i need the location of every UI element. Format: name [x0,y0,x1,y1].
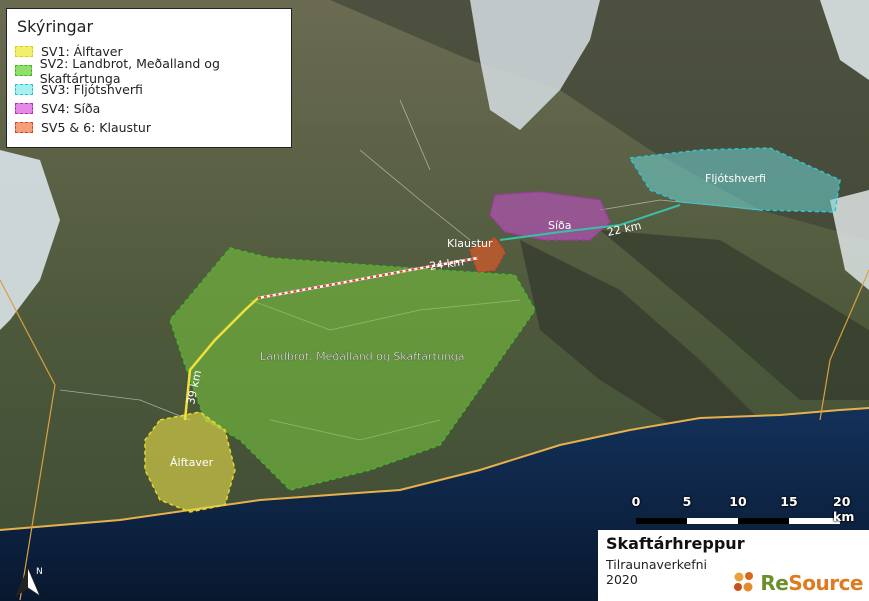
route-39km [183,297,259,421]
legend-label-sv3: SV3: Fljótshverfi [41,82,143,97]
route-22km [499,204,681,241]
map-year: 2020 [606,572,638,587]
legend-item-sv2: SV2: Landbrot, Meðalland og Skaftártunga [15,56,283,86]
glacier-west [0,150,60,330]
region-klaustur[interactable] [469,237,506,273]
legend-panel: Skýringar SV1: Álftaver SV2: Landbrot, M… [6,8,292,148]
region-fljotshverfi[interactable] [628,147,841,213]
north-arrow-n: N [36,567,43,577]
legend-label-sv4: SV4: Síða [41,101,101,116]
scalebar-seg-1 [636,518,687,524]
glacier-east-2 [830,190,869,290]
legend-label-sv5: SV5 & 6: Klaustur [41,120,151,135]
scalebar-seg-4 [789,518,840,524]
mountain-ridges-2 [600,230,869,400]
legend-item-sv3: SV3: Fljótshverfi [15,80,283,99]
legend-title: Skýringar [17,17,94,36]
mountain-ridges [520,240,760,430]
legend-swatch-sv5 [15,122,33,133]
scalebar-labels: 0 5 10 15 20 km [620,494,869,524]
legend-swatch-sv3 [15,84,33,95]
scale-tick-20: 20 km [833,494,855,524]
resource-logo-icon [734,572,754,592]
legend-swatch-sv4 [15,103,33,114]
boundary-line-west [0,279,56,601]
legend-item-sv1: SV1: Álftaver [15,42,283,61]
resource-logo-text: ReSource [760,571,863,595]
glacier-north [470,0,600,130]
boundary-line-east [819,269,869,421]
label-landbrot: Landbrot, Meðalland og Skaftártunga [260,350,465,363]
legend-label-sv1: SV1: Álftaver [41,44,123,59]
route-24km-dash [257,257,479,299]
region-landbrot[interactable] [169,247,536,491]
map-title: Skaftárhreppur [606,534,745,553]
scalebar-seg-2 [687,518,738,524]
label-fljotshverfi: Fljótshverfi [705,172,766,185]
legend-swatch-sv1 [15,46,33,57]
scale-tick-0: 0 [631,494,641,509]
label-sida: Síða [548,219,572,232]
scale-tick-10: 10 [729,494,747,509]
label-alftaver: Álftaver [170,456,214,469]
glacier-east [820,0,869,80]
region-sida[interactable] [489,191,611,241]
legend-label-sv2: SV2: Landbrot, Meðalland og Skaftártunga [39,55,220,86]
distance-label-24: 24 km [429,255,465,273]
legend-swatch-sv2 [15,65,32,76]
title-block: Skaftárhreppur Tilraunaverkefni 2020 ReS… [598,530,869,601]
scalebar-seg-3 [738,518,789,524]
resource-logo: ReSource [732,571,863,595]
scalebar [636,518,840,524]
scale-tick-15: 15 [780,494,798,509]
region-alftaver[interactable] [144,411,236,513]
legend-item-sv4: SV4: Síða [15,99,283,118]
scale-tick-5: 5 [682,494,692,509]
legend-item-sv5: SV5 & 6: Klaustur [15,118,283,137]
label-klaustur: Klaustur [447,237,493,250]
map-subtitle: Tilraunaverkefni [606,557,708,572]
north-arrow-icon: N [15,566,43,598]
